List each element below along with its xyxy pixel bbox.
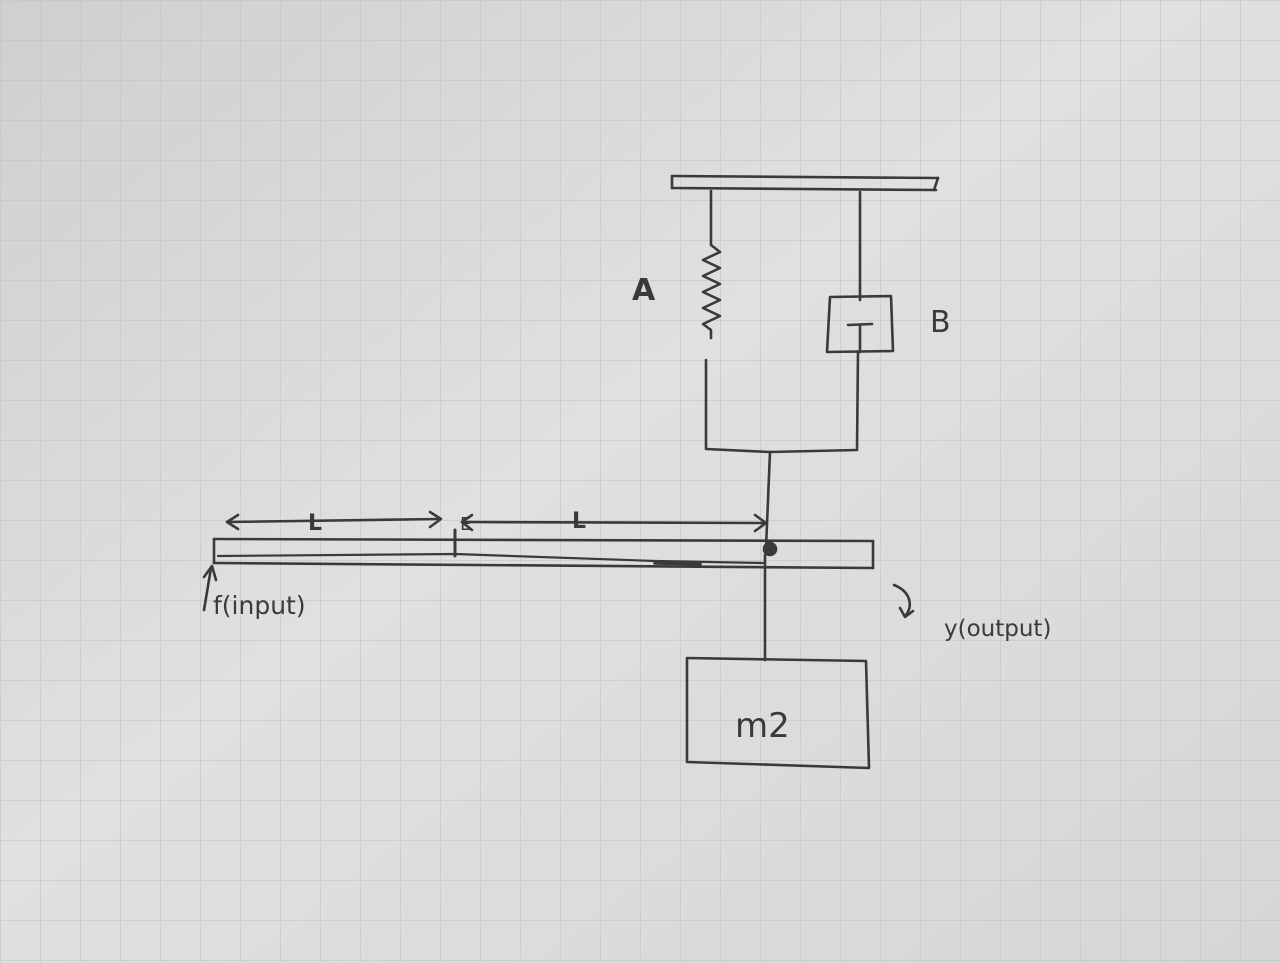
segment-right-length-label: L — [572, 509, 586, 534]
segment-left-length-label: L — [308, 511, 322, 536]
output-label: y(output) — [944, 616, 1051, 642]
spring — [701, 189, 772, 454]
connecting-rod — [764, 450, 772, 550]
input-force-arrow — [202, 564, 218, 612]
pivot-joint — [762, 541, 778, 557]
output-displacement-arrow — [892, 583, 915, 619]
spring-label: A — [632, 273, 656, 308]
dimension-arrow-left — [225, 510, 443, 531]
input-label: f(input) — [213, 591, 306, 620]
dimension-arrow-right — [460, 513, 768, 533]
lever-beam — [212, 537, 875, 570]
damper — [768, 190, 895, 454]
mass-label: m2 — [735, 706, 790, 746]
ground-support — [670, 174, 940, 192]
fulcrum-label: E — [460, 514, 471, 535]
mass-block — [685, 656, 871, 770]
damper-label: B — [930, 305, 951, 340]
